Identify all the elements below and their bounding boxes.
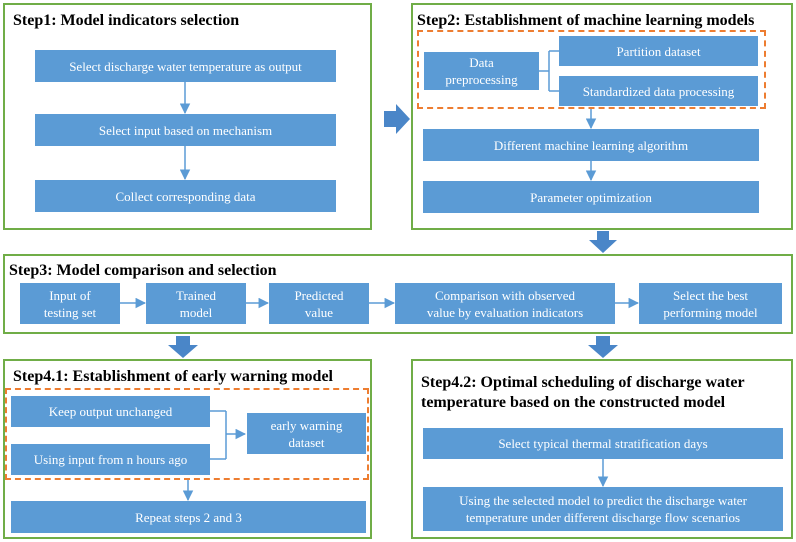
step3-title: Step3: Model comparison and selection (9, 262, 277, 279)
big-arrow-step3-to-step42 (588, 336, 618, 358)
step41-title: Step4.1: Establishment of early warning … (13, 368, 333, 385)
select-days-box: Select typical thermal stratification da… (423, 428, 783, 459)
preprocessing-dashed-group (417, 30, 766, 109)
big-arrow-step1-to-step2 (384, 104, 410, 134)
input-testing-set-box: Input of testing set (20, 283, 120, 324)
preprocessing-bracket (539, 50, 559, 92)
select-output-box: Select discharge water temperature as ou… (35, 50, 336, 82)
partition-dataset-box: Partition dataset (559, 36, 758, 66)
select-input-box: Select input based on mechanism (35, 114, 336, 146)
select-best-model-box: Select the best performing model (639, 283, 782, 324)
step1-title: Step1: Model indicators selection (13, 12, 240, 29)
comparison-box: Comparison with observed value by evalua… (395, 283, 615, 324)
early-warning-dataset-box: early warning dataset (247, 413, 366, 454)
step42-title-line2: temperature based on the constructed mod… (421, 394, 726, 411)
keep-output-box: Keep output unchanged (11, 396, 210, 427)
early-warning-dashed-group (5, 388, 369, 480)
using-input-box: Using input from n hours ago (11, 444, 210, 475)
trained-model-box: Trained model (146, 283, 246, 324)
step42-title-line1: Step4.2: Optimal scheduling of discharge… (421, 374, 745, 391)
big-arrow-step2-to-step3 (589, 231, 617, 253)
repeat-steps-box: Repeat steps 2 and 3 (11, 501, 366, 533)
ml-algorithm-box: Different machine learning algorithm (423, 129, 759, 161)
predict-scenarios-box: Using the selected model to predict the … (423, 487, 783, 531)
early-warning-bracket (210, 410, 245, 460)
step2-title: Step2: Establishment of machine learning… (417, 12, 755, 29)
parameter-optimization-box: Parameter optimization (423, 181, 759, 213)
big-arrow-step3-to-step41 (168, 336, 198, 358)
standardized-data-box: Standardized data processing (559, 76, 758, 106)
predicted-value-box: Predicted value (269, 283, 369, 324)
collect-data-box: Collect corresponding data (35, 180, 336, 212)
data-preprocessing-box: Data preprocessing (424, 52, 539, 90)
